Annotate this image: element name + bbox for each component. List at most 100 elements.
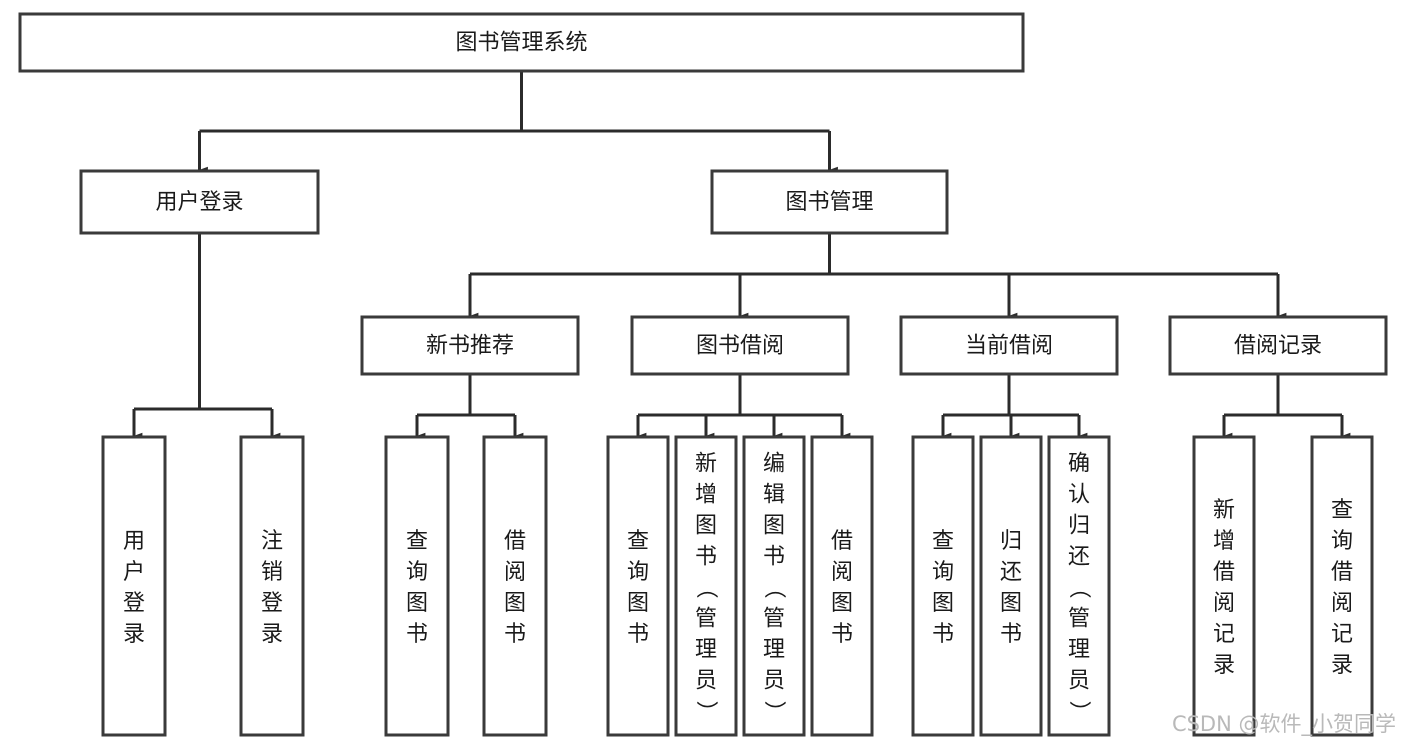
node-label-char: 书 [1000, 622, 1022, 647]
node-leaf-user-login[interactable]: 用户登录用户登录 [101, 435, 167, 737]
node-label-char: 书 [831, 622, 853, 647]
node-label-char: 用 [123, 529, 145, 554]
node-box-borrow-record [1168, 315, 1388, 376]
node-label-char: 管 [1068, 607, 1090, 632]
node-leaf-borrow-book-1[interactable]: 借阅图书借阅图书 [482, 435, 548, 737]
node-label-char: 录 [1213, 653, 1235, 678]
node-label-char: 员 [1068, 669, 1090, 694]
node-box-leaf-query-book-3 [911, 435, 975, 737]
node-label-char: 登 [261, 591, 283, 616]
node-label-char: 询 [406, 560, 428, 585]
node-label-char: 管 [695, 607, 717, 632]
node-label-char: 记 [1331, 622, 1353, 647]
node-box-leaf-add-book-admin [674, 435, 738, 737]
node-label-char: 员 [695, 669, 717, 694]
node-label-char: 阅 [504, 560, 526, 585]
node-box-current-borrow [899, 315, 1119, 376]
connector-layer [132, 71, 1351, 440]
node-label-char: 查 [1331, 498, 1353, 523]
node-book-borrow[interactable]: 图书借阅 [630, 315, 850, 376]
node-label-char: 借 [1213, 560, 1235, 585]
node-label-char: 图 [1000, 591, 1022, 616]
node-current-borrow[interactable]: 当前借阅 [899, 315, 1119, 376]
node-box-leaf-confirm-return-admin [1047, 435, 1111, 737]
node-label-char: 增 [695, 483, 717, 508]
node-label-char: 户 [123, 560, 145, 585]
node-label-char: 理 [763, 638, 785, 663]
node-leaf-add-borrow-record[interactable]: 新增借阅记录新增借阅记录 [1192, 435, 1256, 737]
node-label-char: ） [1066, 701, 1091, 723]
node-label-char: 员 [763, 669, 785, 694]
node-borrow-record[interactable]: 借阅记录 [1168, 315, 1388, 376]
node-label-root: 图书管理系统 [455, 31, 587, 56]
node-label-char: 借 [504, 529, 526, 554]
node-label-char: 新 [1213, 498, 1235, 523]
node-leaf-query-book-2[interactable]: 查询图书查询图书 [606, 435, 670, 737]
node-label-char: 询 [932, 560, 954, 585]
node-label-char: （ [693, 577, 718, 599]
node-label-char: 认 [1068, 483, 1090, 508]
node-label-char: ） [761, 701, 786, 723]
node-box-root [18, 12, 1025, 73]
node-label-char: 录 [261, 622, 283, 647]
node-label-current-borrow: 当前借阅 [965, 334, 1053, 359]
node-label-char: 图 [932, 591, 954, 616]
node-label-char: 图 [627, 591, 649, 616]
node-label-char: 新 [695, 452, 717, 477]
node-label-book-manage: 图书管理 [785, 190, 873, 215]
node-box-new-book-recommend [360, 315, 580, 376]
node-label-char: 理 [1068, 638, 1090, 663]
node-leaf-query-book-3[interactable]: 查询图书查询图书 [911, 435, 975, 737]
node-label-char: 书 [695, 545, 717, 570]
node-leaf-return-book[interactable]: 归还图书归还图书 [979, 435, 1043, 737]
node-leaf-query-book-1[interactable]: 查询图书查询图书 [384, 435, 450, 737]
node-box-leaf-edit-book-admin [742, 435, 806, 737]
node-label-char: 辑 [763, 483, 785, 508]
node-label-char: 借 [831, 529, 853, 554]
node-label-char: 录 [123, 622, 145, 647]
node-label-char: 阅 [1213, 591, 1235, 616]
node-label-char: 销 [261, 560, 283, 585]
node-label-char: 理 [695, 638, 717, 663]
node-label-char: 管 [763, 607, 785, 632]
node-user-login[interactable]: 用户登录 [79, 169, 320, 235]
node-label-char: 阅 [831, 560, 853, 585]
node-label-char: 归 [1000, 529, 1022, 554]
node-leaf-query-borrow-record[interactable]: 查询借阅记录查询借阅记录 [1310, 435, 1374, 737]
node-box-leaf-query-book-1 [384, 435, 450, 737]
node-label-char: 询 [627, 560, 649, 585]
node-label-char: 书 [406, 622, 428, 647]
node-label-char: 录 [1331, 653, 1353, 678]
node-label-char: 阅 [1331, 591, 1353, 616]
node-label-char: 编 [763, 452, 785, 477]
node-label-char: 询 [1331, 529, 1353, 554]
node-root[interactable]: 图书管理系统 [18, 12, 1025, 73]
node-label-char: 查 [406, 529, 428, 554]
node-label-char: 确 [1068, 452, 1090, 477]
node-box-book-borrow [630, 315, 850, 376]
node-box-user-login [79, 169, 320, 235]
node-label-new-book-recommend: 新书推荐 [426, 334, 514, 359]
node-label-char: 登 [123, 591, 145, 616]
node-label-char: 还 [1000, 560, 1022, 585]
node-box-leaf-add-borrow-record [1192, 435, 1256, 737]
node-label-char: 图 [406, 591, 428, 616]
node-layer: 图书管理系统用户登录图书管理新书推荐图书借阅当前借阅借阅记录用户登录用户登录注销… [18, 12, 1388, 737]
node-label-char: 记 [1213, 622, 1235, 647]
node-box-leaf-query-borrow-record [1310, 435, 1374, 737]
node-book-manage[interactable]: 图书管理 [710, 169, 949, 235]
node-leaf-borrow-book-2[interactable]: 借阅图书借阅图书 [810, 435, 874, 737]
node-label-char: 查 [932, 529, 954, 554]
node-label-book-borrow: 图书借阅 [696, 334, 784, 359]
node-box-leaf-borrow-book-2 [810, 435, 874, 737]
node-box-leaf-query-book-2 [606, 435, 670, 737]
node-leaf-logout[interactable]: 注销登录注销登录 [239, 435, 305, 737]
node-new-book-recommend[interactable]: 新书推荐 [360, 315, 580, 376]
node-label-char: 书 [627, 622, 649, 647]
node-box-leaf-borrow-book-1 [482, 435, 548, 737]
